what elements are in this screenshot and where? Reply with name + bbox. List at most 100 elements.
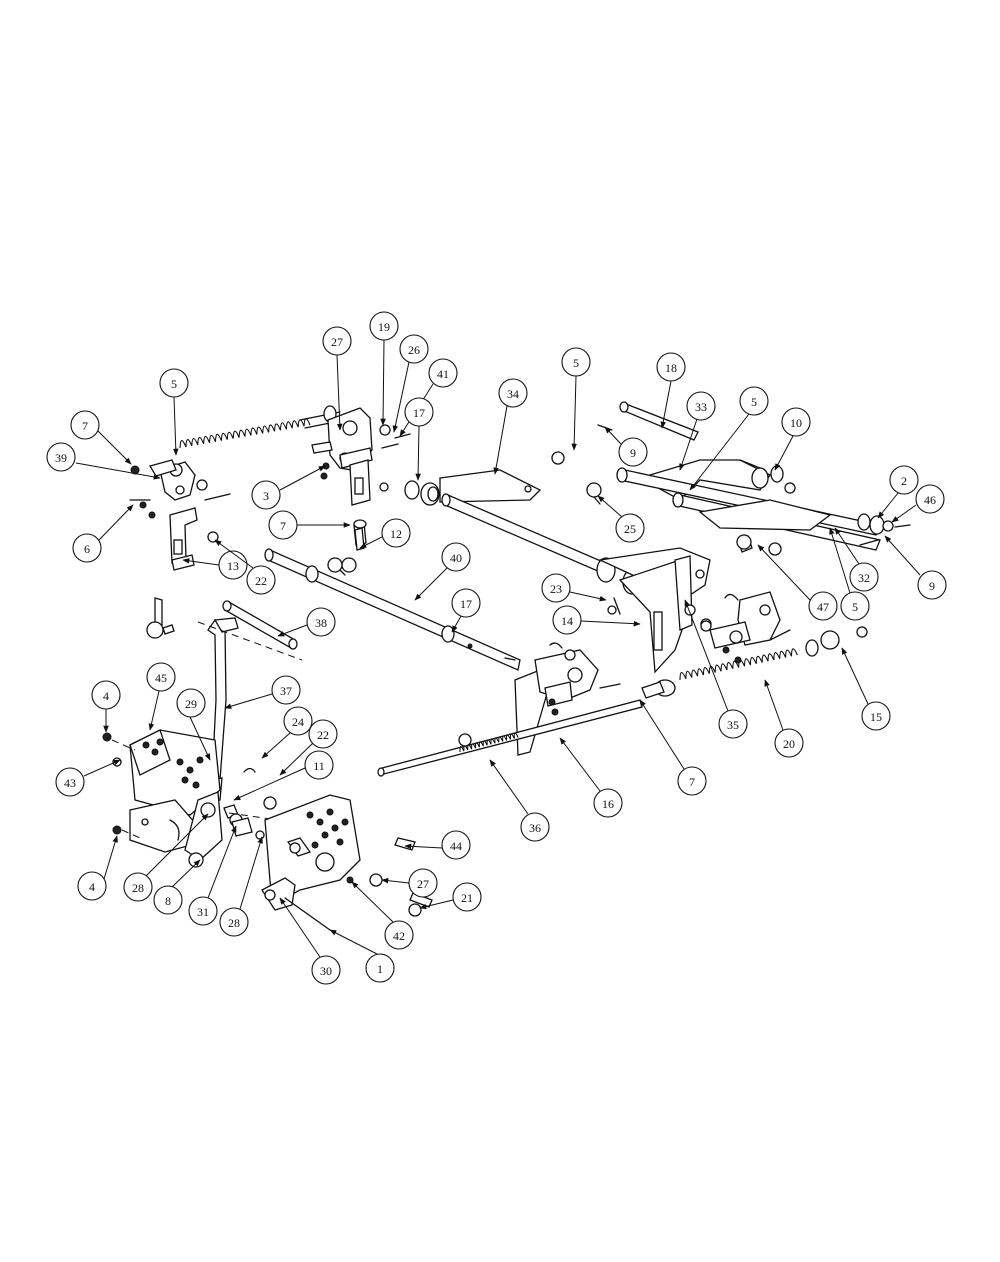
callout-27: 27 [322, 326, 352, 431]
callout-leader [493, 405, 508, 475]
callout-6: 6 [72, 504, 134, 563]
callout-bubble [618, 437, 648, 467]
callout-leader [351, 881, 394, 923]
callout-bubble [123, 872, 153, 902]
callout-22: 22 [279, 719, 338, 776]
callout-leader [172, 396, 179, 456]
callout-33: 33 [679, 391, 716, 471]
callout-bubble [739, 386, 769, 416]
callout-number: 4 [103, 689, 109, 703]
callout-leader [75, 462, 161, 480]
callout-number: 20 [783, 737, 795, 751]
callout-bubble [384, 920, 414, 950]
callout-bubble [428, 358, 458, 388]
lower-center-assembly [377, 642, 643, 777]
callout-number: 6 [84, 542, 90, 556]
callout-3: 3 [251, 465, 326, 510]
callout-leader [689, 413, 750, 491]
callout-28: 28 [219, 836, 263, 937]
callout-5: 5 [561, 347, 591, 451]
callout-bubble [686, 391, 716, 421]
callout-number: 25 [624, 522, 636, 536]
callout-bubble [322, 326, 352, 356]
callout-number: 43 [64, 776, 76, 790]
right-plate [261, 794, 433, 931]
callout-7: 7 [70, 410, 132, 465]
left-plate [102, 729, 221, 853]
callout-number: 23 [550, 582, 562, 596]
callout-number: 1 [377, 962, 383, 976]
callout-bubble [219, 907, 249, 937]
callout-bubble [889, 465, 919, 495]
callout-bubble [188, 896, 218, 926]
callout-19: 19 [369, 311, 399, 426]
callout-number: 40 [450, 551, 462, 565]
callout-number: 28 [132, 881, 144, 895]
callout-bubble [774, 728, 804, 758]
part-drawings [102, 401, 911, 931]
callout-leader [404, 843, 443, 850]
callout-bubble [399, 334, 429, 364]
callout-number: 7 [280, 519, 286, 533]
callout-10: 10 [774, 407, 811, 471]
callout-leader [580, 620, 641, 627]
callout-leader [279, 742, 314, 776]
callout-leader [261, 732, 291, 759]
callout-number: 29 [185, 697, 197, 711]
callout-number: 12 [390, 527, 402, 541]
callout-number: 5 [573, 356, 579, 370]
callout-bubble [246, 565, 276, 595]
callout-leader [145, 813, 209, 877]
callout-number: 4 [89, 880, 95, 894]
callout-39: 39 [46, 442, 161, 480]
callout-leader [571, 375, 577, 451]
right-lower-assembly [641, 591, 868, 699]
callout-leader [834, 527, 860, 565]
callout-25: 25 [597, 495, 645, 543]
callout-28: 28 [123, 813, 209, 902]
callout-number: 16 [602, 797, 614, 811]
callout-5: 5 [689, 386, 769, 491]
callout-leader [380, 339, 386, 426]
left-clevis [146, 507, 219, 639]
callout-bubble [808, 591, 838, 621]
callout-leader [83, 759, 121, 777]
callout-bubble [840, 591, 870, 621]
callout-number: 39 [55, 451, 67, 465]
callout-number: 31 [197, 905, 209, 919]
callout-number: 2 [901, 474, 907, 488]
callout-42: 42 [351, 881, 414, 950]
callout-number: 13 [227, 559, 239, 573]
callout-leader [392, 361, 410, 433]
callout-12: 12 [359, 518, 411, 549]
callout-leader [381, 877, 410, 884]
callout-number: 21 [461, 891, 473, 905]
callout-32: 32 [834, 527, 879, 592]
callout-bubble [304, 750, 334, 780]
callout-bubble [552, 605, 582, 635]
main-shaft [264, 548, 521, 671]
callout-bubble [91, 680, 121, 710]
callout-leader [774, 435, 794, 471]
callout-bubble [46, 442, 76, 472]
callout-8: 8 [153, 859, 201, 915]
callout-bubble [561, 347, 591, 377]
callout-leader [279, 465, 326, 491]
callout-20: 20 [764, 679, 804, 758]
callout-leader [451, 615, 462, 633]
callout-bubble [520, 812, 550, 842]
callout-number: 5 [751, 395, 757, 409]
callout-37: 37 [224, 675, 301, 709]
callout-bubble [283, 706, 313, 736]
callout-number: 36 [529, 821, 541, 835]
upper-left-spring [179, 405, 346, 449]
callout-leader [884, 535, 921, 576]
callout-leader [207, 825, 237, 899]
callout-number: 19 [378, 320, 390, 334]
callout-9: 9 [884, 535, 947, 600]
callout-bubble [55, 767, 85, 797]
callout-bubble [915, 484, 945, 514]
callout-leader [757, 544, 811, 601]
callout-bubble [77, 871, 107, 901]
